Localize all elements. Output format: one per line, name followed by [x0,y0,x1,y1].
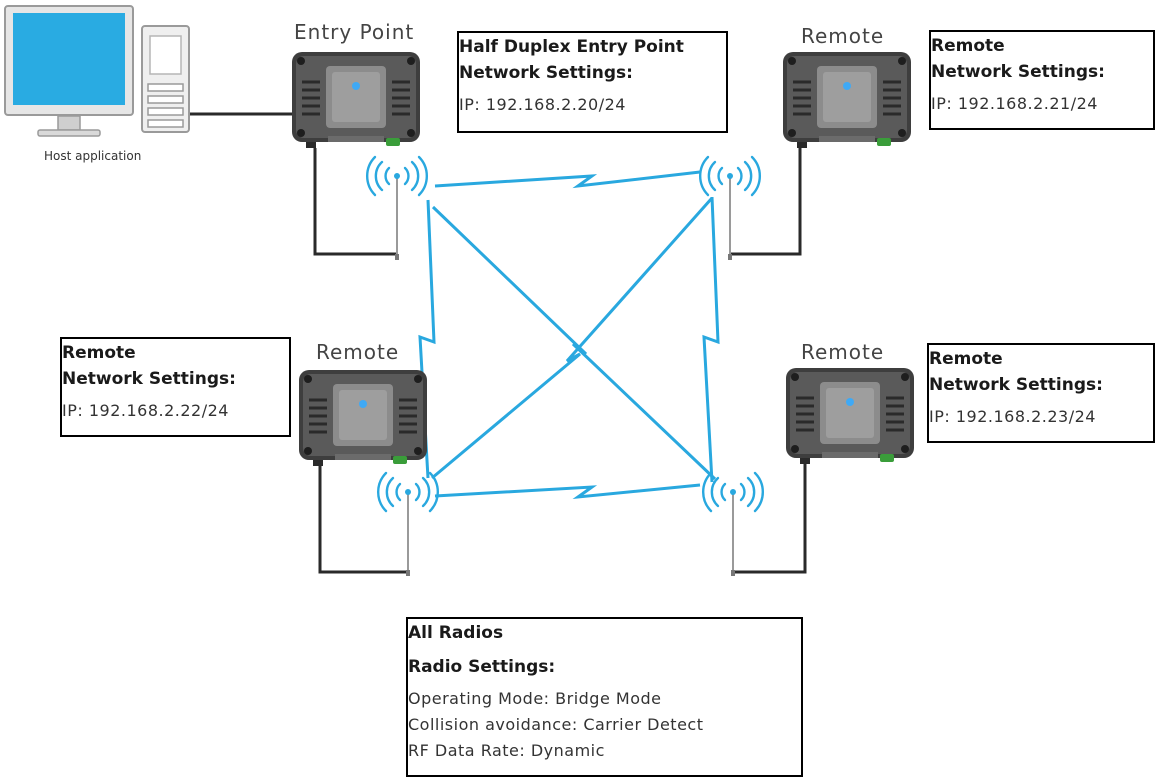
box-subtitle: Network Settings: [929,375,1103,395]
box-subtitle: Radio Settings: [408,657,556,677]
cable-entry-point [313,148,396,256]
ip-address: IP: 192.168.2.20/24 [459,95,626,114]
link-top [434,170,701,189]
radio-entry-point [290,50,422,150]
entry-point-label: Entry Point [294,20,415,44]
host-computer [4,5,190,137]
box-subtitle: Network Settings: [931,62,1105,82]
antenna-icon [365,155,429,262]
box-subtitle: Network Settings: [459,63,633,83]
box-title: Remote [931,36,1005,56]
antenna-icon [376,471,440,578]
box-title: Remote [62,343,136,363]
all-radios-settings-box: All Radios Radio Settings: Operating Mod… [406,617,803,777]
remote-top-right-settings-box: Remote Network Settings: IP: 192.168.2.2… [929,30,1155,130]
radio-remote-right [784,366,916,466]
link-right [702,196,720,483]
remote-right-label: Remote [801,340,885,364]
box-subtitle: Network Settings: [62,369,236,389]
link-diagonal-down [431,205,717,481]
wireless-links [418,170,720,500]
ip-address: IP: 192.168.2.23/24 [929,407,1096,426]
cable-remote-right [733,462,807,574]
remote-right-settings-box: Remote Network Settings: IP: 192.168.2.2… [927,343,1155,443]
collision-avoidance: Collision avoidance: Carrier Detect [408,715,704,734]
radio-remote-left [297,368,429,468]
entry-point-settings-box: Half Duplex Entry Point Network Settings… [457,31,728,133]
ip-address: IP: 192.168.2.21/24 [931,94,1098,113]
rf-data-rate: RF Data Rate: Dynamic [408,741,605,760]
link-diagonal-up [431,197,714,480]
remote-left-label: Remote [316,340,400,364]
monitor-screen [13,13,125,105]
remote-top-right-label: Remote [801,24,885,48]
box-title: Half Duplex Entry Point [459,37,684,57]
antenna-icon [698,155,762,262]
remote-left-settings-box: Remote Network Settings: IP: 192.168.2.2… [60,337,291,437]
host-application-label: Host application [44,149,142,163]
antenna-icon [701,471,765,578]
box-title: All Radios [408,623,504,643]
radio-remote-top-right [781,50,913,150]
cable-remote-left [318,465,408,574]
operating-mode: Operating Mode: Bridge Mode [408,689,662,708]
ip-address: IP: 192.168.2.22/24 [62,401,229,420]
link-bottom [434,483,701,500]
box-title: Remote [929,349,1003,369]
cable-remote-top-right [730,148,802,256]
cables [188,112,807,574]
